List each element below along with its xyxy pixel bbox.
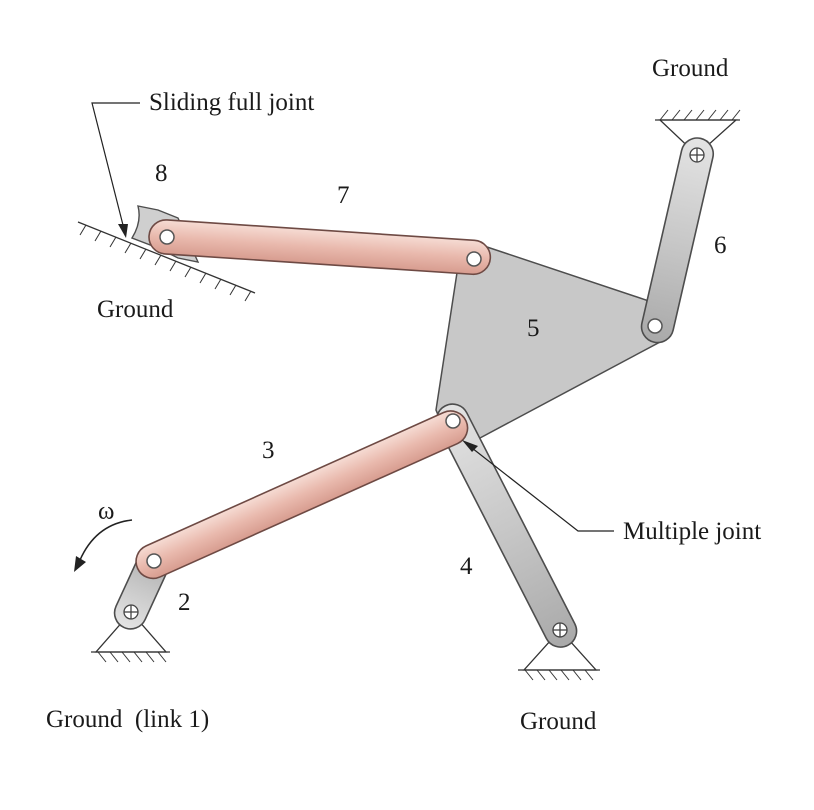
link-number-5: 5 bbox=[527, 315, 540, 342]
multiple-joint-leader bbox=[471, 447, 614, 532]
ground-pivot-top-right bbox=[689, 147, 705, 163]
sliding-joint-leader bbox=[91, 102, 140, 230]
omega-arrowhead bbox=[74, 556, 86, 572]
label-multiple-joint: Multiple joint bbox=[623, 518, 761, 545]
link-number-6: 6 bbox=[714, 232, 727, 259]
multiple-joint-arrowhead bbox=[462, 440, 478, 452]
label-ground-bottom-mid: Ground bbox=[520, 708, 597, 735]
link-number-7: 7 bbox=[337, 182, 350, 209]
label-ground-left: Ground bbox=[97, 296, 174, 323]
link-6-bar bbox=[640, 137, 715, 344]
revolute-joint-2-3 bbox=[146, 553, 162, 569]
label-omega: ω bbox=[98, 498, 114, 525]
link-number-8: 8 bbox=[155, 160, 168, 187]
ground-pivot-bottom-mid bbox=[552, 622, 568, 638]
link-number-4: 4 bbox=[460, 553, 473, 580]
multiple-joint bbox=[445, 413, 461, 429]
omega-rotation-arrow bbox=[79, 519, 133, 561]
ground-support-bottom-left bbox=[91, 611, 170, 663]
label-ground-top-right: Ground bbox=[652, 55, 729, 82]
link-7-bar bbox=[148, 219, 492, 276]
link-number-3: 3 bbox=[262, 437, 275, 464]
revolute-joint-6-5 bbox=[647, 318, 663, 334]
revolute-joint-7-8 bbox=[159, 229, 175, 245]
sliding-ground-surface bbox=[77, 221, 256, 302]
sliding-joint-arrowhead bbox=[118, 224, 128, 238]
label-sliding-full-joint: Sliding full joint bbox=[149, 89, 314, 116]
ground-pivot-bottom-left bbox=[123, 604, 139, 620]
ground-support-bottom-mid bbox=[518, 629, 600, 681]
link-3-bar bbox=[135, 410, 469, 580]
label-ground-link-1: Ground (link 1) bbox=[46, 706, 209, 733]
link-number-2: 2 bbox=[178, 589, 191, 616]
revolute-joint-7-5 bbox=[466, 251, 482, 267]
link-4-bar bbox=[435, 403, 578, 648]
